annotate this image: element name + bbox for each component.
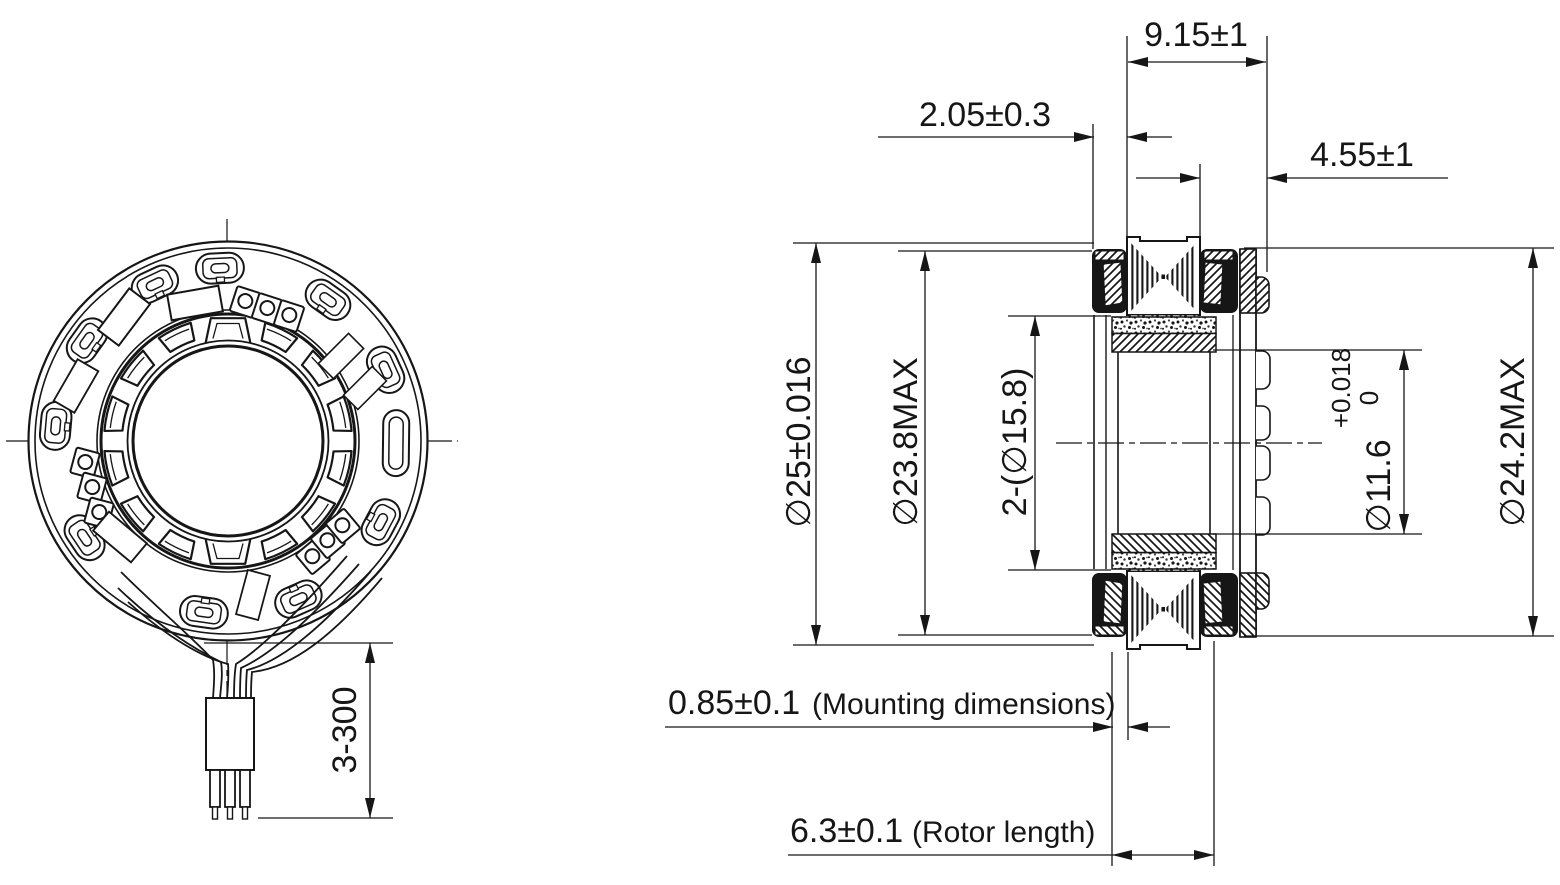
- lead-wire: [245, 570, 372, 699]
- lead-wire: [250, 577, 383, 699]
- connector: [205, 697, 255, 820]
- connector-body: [205, 697, 255, 771]
- lead-wire: [239, 563, 360, 699]
- flange-dia-label: ∅24.2MAX: [1494, 357, 1532, 526]
- coil-pad: [194, 251, 246, 286]
- front-view: 3-300: [6, 219, 458, 820]
- bore-circle: [131, 344, 325, 538]
- cable-length-label: 3-300: [326, 687, 364, 774]
- bore-tol-lower: 0: [1354, 391, 1384, 405]
- boss-offset-label: 2.05±0.3: [919, 96, 1051, 134]
- dim-cable-length: 3-300: [258, 643, 393, 819]
- connector-pin: [239, 769, 251, 808]
- stator-ring-bold: [99, 312, 357, 570]
- mounting-label: 0.85±0.1: [668, 684, 800, 722]
- dim-body-dia: ∅23.8MAX: [887, 251, 930, 635]
- outer-dia-label: ∅25±0.016: [780, 356, 818, 527]
- lead-wire: [233, 555, 348, 699]
- dim-rotor-length: 6.3±0.1 (Rotor length): [788, 812, 1214, 860]
- dim-magnet-dia: 2-(∅15.8): [996, 316, 1040, 570]
- dim-boss-offset: 2.05±0.3: [878, 96, 1172, 142]
- connector-pin: [209, 769, 221, 808]
- extension-lines: [793, 36, 1554, 866]
- dim-flange-dia: ∅24.2MAX: [1494, 248, 1538, 636]
- bore-dia-label: ∅11.6: [1360, 439, 1398, 532]
- body-dia-label: ∅23.8MAX: [887, 357, 925, 526]
- rotor-length-label: 6.3±0.1: [790, 812, 903, 850]
- dim-right-offset: 4.55±1: [1136, 136, 1448, 183]
- dim-outer-dia: ∅25±0.016: [780, 243, 821, 645]
- section-view: 9.15±1 2.05±0.3 4.55±1 ∅25±0.016: [665, 16, 1554, 866]
- rotor-length-note: (Rotor length): [912, 816, 1095, 849]
- dim-width-total: 9.15±1: [1128, 16, 1266, 67]
- dim-bore-dia: ∅11.6 +0.018 0: [1326, 348, 1409, 534]
- housing-inner-rim: [34, 247, 422, 635]
- magnet-dia-label: 2-(∅15.8): [996, 368, 1034, 517]
- right-offset-label: 4.55±1: [1310, 136, 1414, 174]
- pin-tip: [226, 806, 234, 820]
- bore-tol-upper: +0.018: [1326, 348, 1356, 428]
- pin-tip: [241, 806, 249, 820]
- pin-tip: [211, 806, 219, 820]
- width-total-label: 9.15±1: [1144, 16, 1248, 54]
- dim-mounting: 0.85±0.1 (Mounting dimensions): [665, 684, 1170, 732]
- stator-ring-outer: [96, 309, 360, 573]
- lead-wires: [117, 555, 383, 699]
- connector-pin: [224, 769, 236, 808]
- mounting-note: (Mounting dimensions): [812, 688, 1115, 721]
- coil-pad-long: [381, 408, 411, 478]
- lead-wire: [127, 601, 230, 699]
